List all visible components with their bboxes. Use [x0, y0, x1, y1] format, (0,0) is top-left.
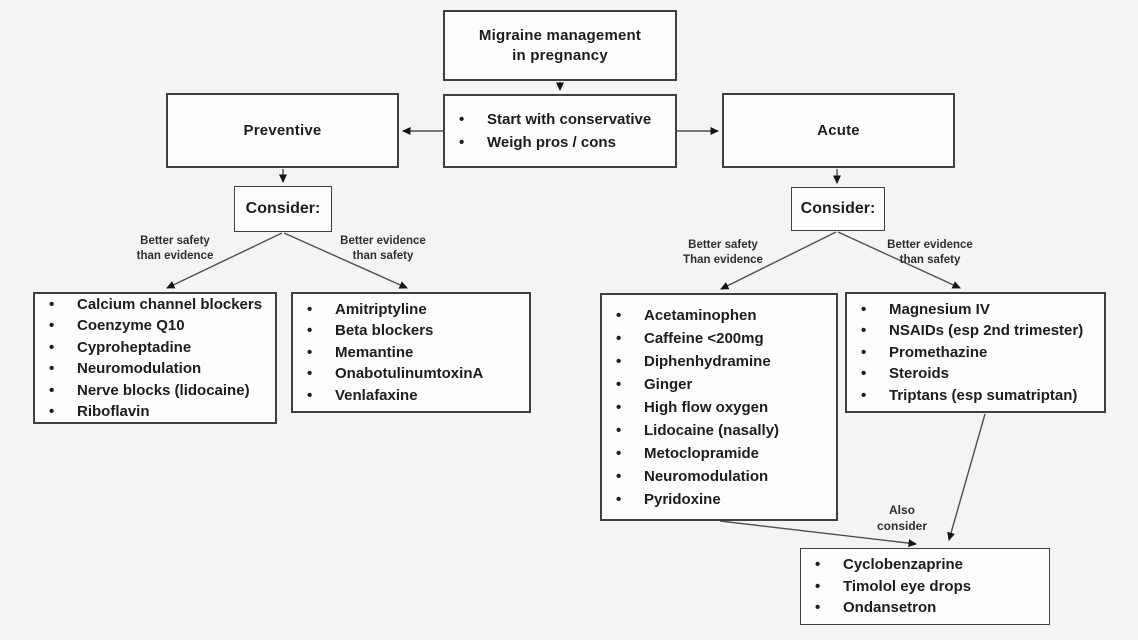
list-item: Weigh pros / cons	[459, 131, 675, 154]
title-box: Migraine management in pregnancy	[443, 10, 677, 81]
acute-consider-label: Consider:	[800, 200, 876, 217]
list-item: Start with conservative	[459, 108, 675, 131]
preventive-better-evidence-box: AmitriptylineBeta blockersMemantineOnabo…	[291, 292, 531, 413]
conservative-list: Start with conservativeWeigh pros / cons	[445, 108, 675, 154]
preventive-better-evidence-label: Better evidence than safety	[340, 235, 426, 262]
also-consider-label: Also consider	[876, 503, 927, 533]
conservative-approach-box: Start with conservativeWeigh pros / cons	[443, 94, 677, 168]
list-item: Diphenhydramine	[616, 350, 836, 373]
also-consider-box: CyclobenzaprineTimolol eye dropsOndanset…	[800, 548, 1050, 625]
preventive-consider-box: Consider:	[234, 186, 332, 232]
acute-better-safety-box: AcetaminophenCaffeine <200mgDiphenhydram…	[600, 293, 838, 521]
list-item: Cyproheptadine	[49, 337, 275, 359]
acute-better-safety-label: Better safety Than evidence	[683, 239, 763, 266]
acute-box: Acute	[722, 93, 955, 168]
preventive-label: Preventive	[243, 122, 322, 139]
list-item: Neuromodulation	[616, 465, 836, 488]
list-item: Promethazine	[861, 342, 1104, 364]
acute-safety-list: AcetaminophenCaffeine <200mgDiphenhydram…	[602, 304, 836, 511]
list-item: NSAIDs (esp 2nd trimester)	[861, 320, 1104, 342]
list-item: Memantine	[307, 342, 529, 364]
acute-consider-box: Consider:	[791, 187, 885, 231]
arrow-acute-evidence-to-also	[947, 413, 986, 541]
arrow-prev-consider-to-evidence	[283, 232, 408, 289]
acute-better-evidence-label: Better evidence than safety	[887, 239, 973, 266]
diagram-title: Migraine management in pregnancy	[478, 26, 642, 64]
also-consider-list: CyclobenzaprineTimolol eye dropsOndanset…	[801, 554, 1049, 619]
list-item: Calcium channel blockers	[49, 294, 275, 316]
preventive-better-safety-label: Better safety than evidence	[136, 235, 214, 262]
list-item: Coenzyme Q10	[49, 315, 275, 337]
list-item: Venlafaxine	[307, 385, 529, 407]
list-item: Neuromodulation	[49, 358, 275, 380]
arrow-acute-consider-to-evidence	[837, 231, 961, 289]
list-item: Steroids	[861, 363, 1104, 385]
list-item: Ondansetron	[815, 597, 1049, 619]
acute-label: Acute	[817, 122, 860, 139]
preventive-safety-list: Calcium channel blockersCoenzyme Q10Cypr…	[35, 294, 275, 423]
list-item: High flow oxygen	[616, 396, 836, 419]
arrow-acute-safety-to-also	[719, 520, 917, 548]
list-item: Magnesium IV	[861, 299, 1104, 321]
list-item: Beta blockers	[307, 320, 529, 342]
arrow-acute-consider-to-safety	[720, 231, 837, 290]
preventive-consider-label: Consider:	[245, 200, 321, 217]
list-item: Lidocaine (nasally)	[616, 419, 836, 442]
list-item: Riboflavin	[49, 401, 275, 423]
list-item: Cyclobenzaprine	[815, 554, 1049, 576]
preventive-better-safety-box: Calcium channel blockersCoenzyme Q10Cypr…	[33, 292, 277, 424]
list-item: Amitriptyline	[307, 299, 529, 321]
list-item: OnabotulinumtoxinA	[307, 363, 529, 385]
list-item: Pyridoxine	[616, 488, 836, 511]
list-item: Triptans (esp sumatriptan)	[861, 385, 1104, 407]
acute-evidence-list: Magnesium IVNSAIDs (esp 2nd trimester)Pr…	[847, 299, 1104, 407]
list-item: Nerve blocks (lidocaine)	[49, 380, 275, 402]
acute-better-evidence-box: Magnesium IVNSAIDs (esp 2nd trimester)Pr…	[845, 292, 1106, 413]
preventive-evidence-list: AmitriptylineBeta blockersMemantineOnabo…	[293, 299, 529, 407]
list-item: Timolol eye drops	[815, 576, 1049, 598]
list-item: Ginger	[616, 373, 836, 396]
list-item: Acetaminophen	[616, 304, 836, 327]
list-item: Metoclopramide	[616, 442, 836, 465]
preventive-box: Preventive	[166, 93, 399, 168]
arrow-prev-consider-to-safety	[166, 232, 283, 289]
list-item: Caffeine <200mg	[616, 327, 836, 350]
